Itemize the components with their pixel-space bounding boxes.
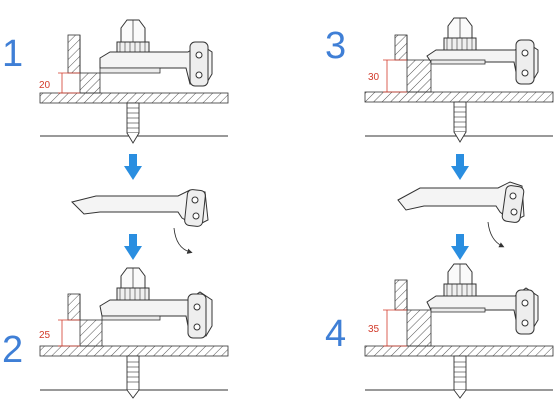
rotate-arrow-icon	[487, 221, 505, 248]
step-1-dimension: 20	[39, 80, 51, 91]
step-1-assembly: 1 20	[2, 19, 229, 144]
flow-arrow-down-icon	[124, 154, 142, 180]
step-4-number: 4	[325, 313, 346, 355]
step-2-dimension: 25	[39, 330, 51, 341]
spacer-block	[406, 309, 432, 347]
shaft	[126, 355, 140, 391]
washer	[443, 37, 477, 51]
washer	[443, 283, 477, 297]
table-surface	[364, 91, 554, 103]
wall-block	[394, 34, 408, 61]
detached-plate-right	[397, 181, 525, 248]
spacer-block	[79, 319, 103, 347]
washer	[116, 287, 150, 301]
clamp-arm	[189, 41, 209, 87]
clamp-arm	[184, 189, 206, 227]
step-2-assembly: 2 25	[2, 267, 229, 399]
spacer-block	[79, 72, 101, 94]
step-3-assembly: 3 30	[325, 17, 554, 143]
spacer-block	[406, 59, 432, 93]
clamp-arm	[515, 39, 535, 85]
step-1-number: 1	[2, 33, 23, 75]
wall-block	[394, 279, 408, 311]
flow-arrow-down-icon	[124, 234, 142, 260]
step-4-assembly: 4 35	[325, 263, 554, 399]
clamp-arm	[501, 185, 525, 223]
detached-plate-left	[71, 189, 209, 254]
flow-arrow-down-icon	[451, 154, 469, 180]
table-surface	[364, 345, 554, 357]
step-3-number: 3	[325, 25, 346, 67]
step-4-dimension: 35	[368, 324, 380, 335]
clamp-arm	[515, 289, 535, 335]
rotate-arrow-icon	[173, 227, 193, 254]
wall-block	[67, 293, 81, 321]
table-surface	[39, 345, 229, 357]
step-2-number: 2	[2, 329, 23, 371]
washer	[116, 41, 150, 53]
shaft	[453, 355, 467, 391]
table-surface	[39, 92, 229, 104]
step-3-dimension: 30	[368, 72, 380, 83]
wall-block	[67, 34, 81, 74]
flow-arrow-down-icon	[451, 234, 469, 260]
clamp-arm	[187, 293, 207, 339]
